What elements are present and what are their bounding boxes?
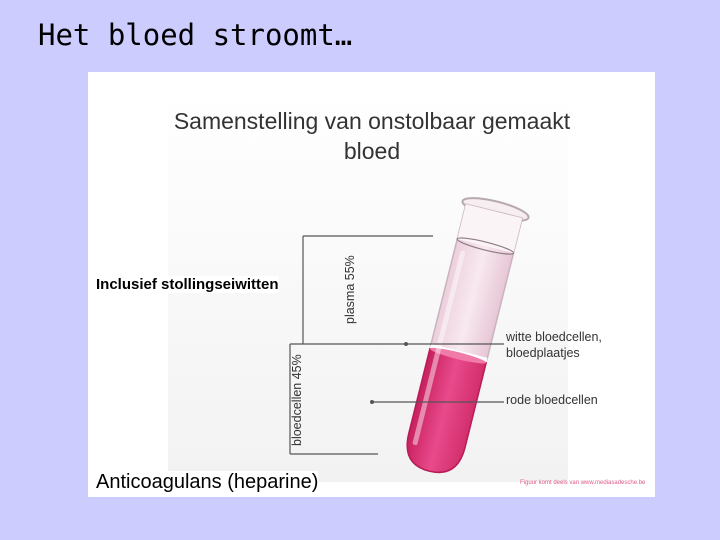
- witte-bloedcellen-label: witte bloedcellen, bloedplaatjes: [506, 329, 602, 361]
- anticoagulans-overlay-label: Anticoagulans (heparine): [96, 471, 319, 494]
- figure-credit: Figuur komt deels van www.mediasadesche.…: [520, 480, 646, 486]
- slide-title: Het bloed stroomt…: [38, 18, 353, 52]
- rode-pointer-dot: [370, 400, 374, 404]
- witte-label-line2: bloedplaatjes: [506, 346, 580, 360]
- tube-empty-top: [457, 204, 523, 254]
- witte-pointer-dot: [404, 342, 408, 346]
- rode-bloedcellen-label: rode bloedcellen: [506, 393, 598, 407]
- plasma-surface: [456, 237, 515, 255]
- figure-title-line1: Samenstelling van onstolbaar gemaakt: [173, 108, 571, 134]
- inclusief-overlay-label: Inclusief stollingseiwitten: [96, 276, 279, 293]
- figure-panel: Samenstelling van onstolbaar gemaakt blo…: [88, 72, 655, 497]
- figure-title: Samenstelling van onstolbaar gemaakt blo…: [152, 106, 592, 166]
- test-tube: [406, 197, 530, 474]
- glass-highlight: [412, 250, 466, 446]
- witte-label-line1: witte bloedcellen,: [506, 330, 602, 344]
- red-cells-surface: [429, 347, 487, 364]
- red-cells-layer: [406, 347, 488, 474]
- plasma-percent-label: plasma 55%: [343, 255, 357, 324]
- bloedcellen-percent-label: bloedcellen 45%: [290, 354, 304, 446]
- figure-title-line2: bloed: [343, 138, 401, 164]
